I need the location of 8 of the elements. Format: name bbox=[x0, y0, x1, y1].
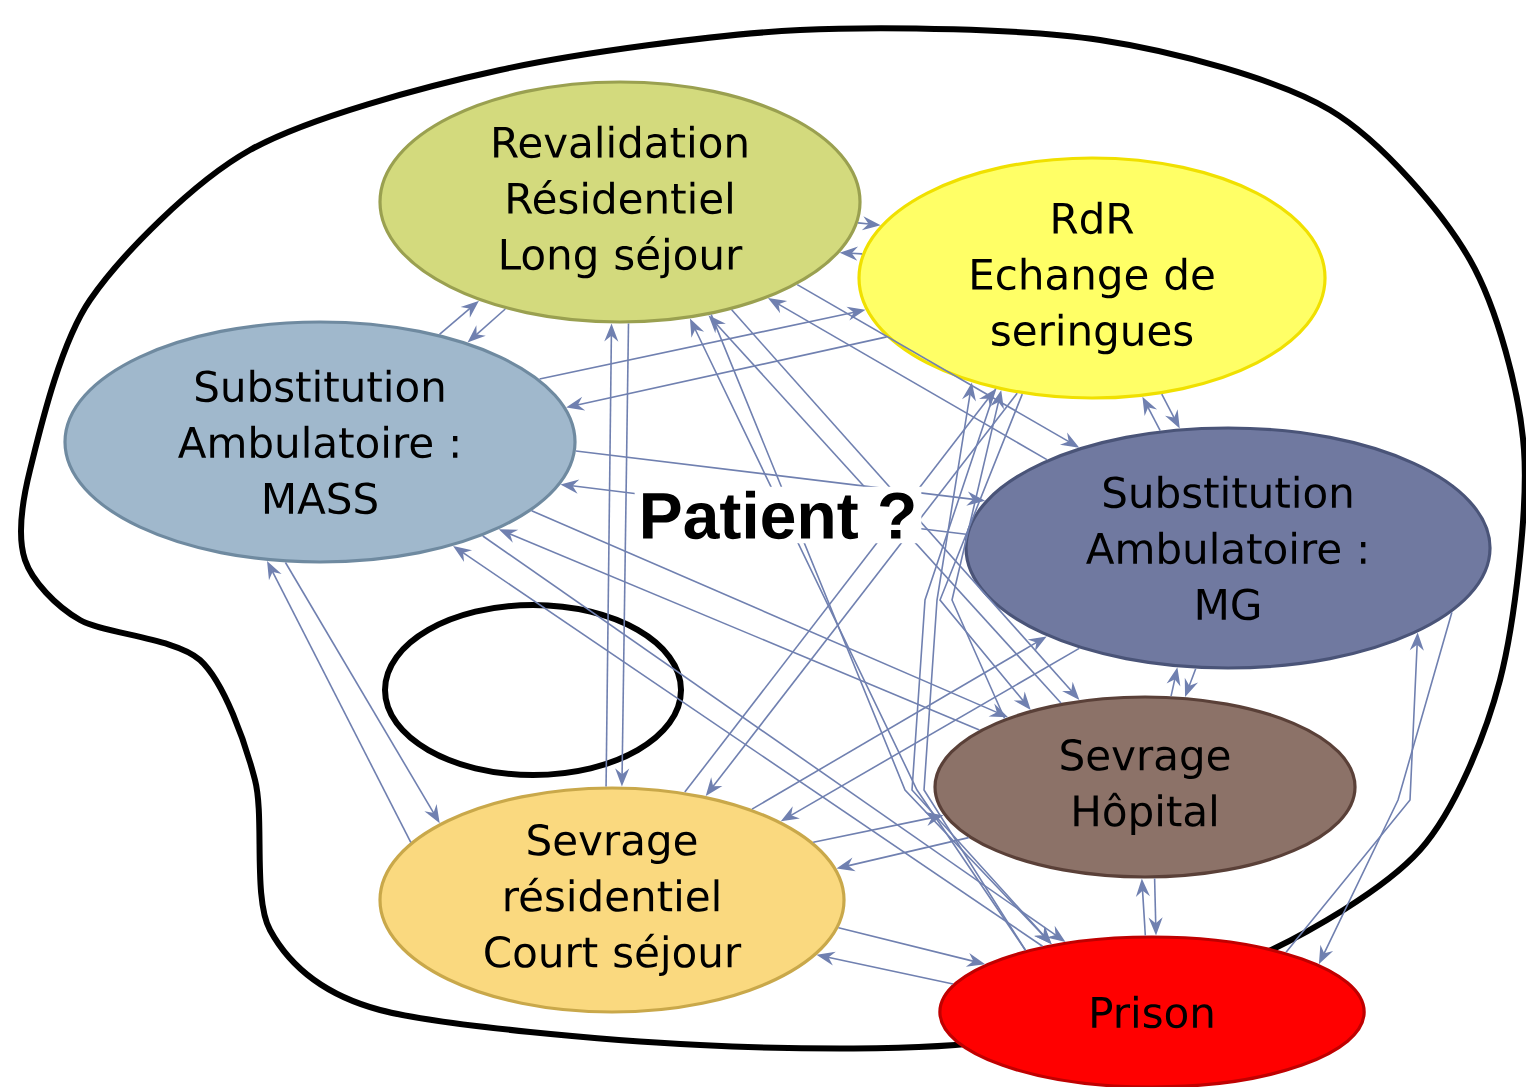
ellipse-node: Substitution Ambulatoire : MASS bbox=[63, 320, 577, 564]
ellipse-node: Revalidation Résidentiel Long séjour bbox=[378, 80, 862, 324]
ellipse-node: Sevrage Hôpital bbox=[933, 695, 1357, 879]
ellipse-node: Prison bbox=[938, 935, 1366, 1087]
center-label: Patient ? bbox=[634, 486, 922, 544]
ellipse-node: RdR Echange de seringues bbox=[857, 156, 1327, 400]
ellipse-node: Substitution Ambulatoire : MG bbox=[964, 426, 1492, 670]
ellipse-node: Sevrage résidentiel Court séjour bbox=[378, 786, 846, 1014]
